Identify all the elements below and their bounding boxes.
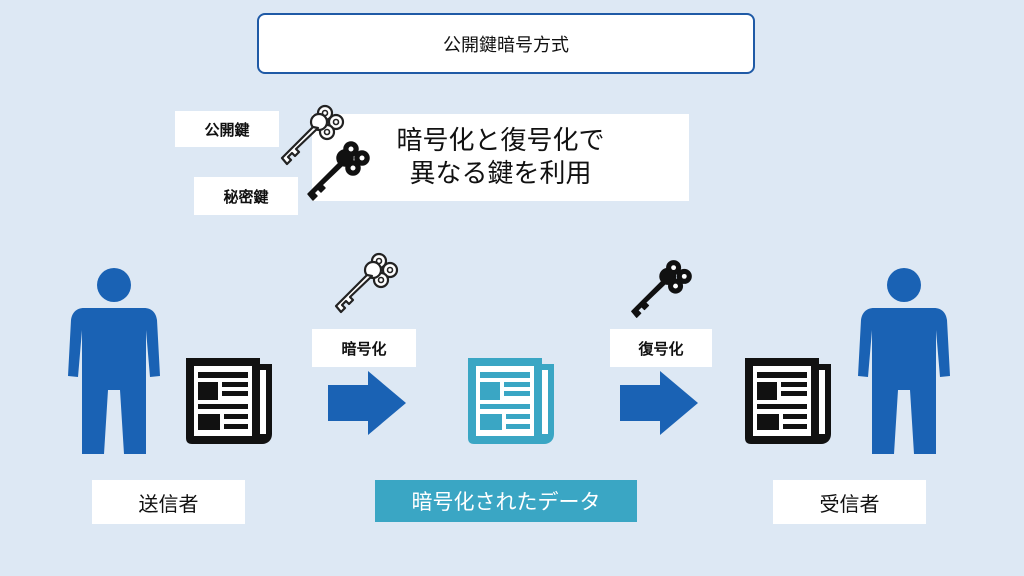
private-key-icon [631, 260, 692, 318]
document-icon [186, 358, 272, 444]
sender-label: 送信者 [92, 480, 245, 524]
person-icon [858, 268, 950, 454]
page-title: 公開鍵暗号方式 [257, 13, 755, 74]
arrow-right-icon [620, 371, 698, 435]
encrypted-document-icon [468, 358, 554, 444]
decrypt-step-label: 復号化 [610, 329, 712, 367]
receiver-label: 受信者 [773, 480, 926, 524]
description-line-2: 異なる鍵を利用 [409, 158, 592, 189]
person-icon [68, 268, 160, 454]
encrypt-step-label: 暗号化 [312, 329, 416, 367]
description-line-1: 暗号化と復号化で [396, 125, 605, 156]
public-key-icon [280, 104, 345, 166]
description-box: 暗号化と復号化で 異なる鍵を利用 [312, 114, 689, 201]
encrypted-data-label: 暗号化されたデータ [375, 480, 637, 522]
public-key-label: 公開鍵 [175, 111, 279, 147]
private-key-label: 秘密鍵 [194, 177, 298, 215]
document-icon [745, 358, 831, 444]
private-key-icon [307, 141, 370, 201]
public-key-icon [334, 252, 399, 314]
arrow-right-icon [328, 371, 406, 435]
